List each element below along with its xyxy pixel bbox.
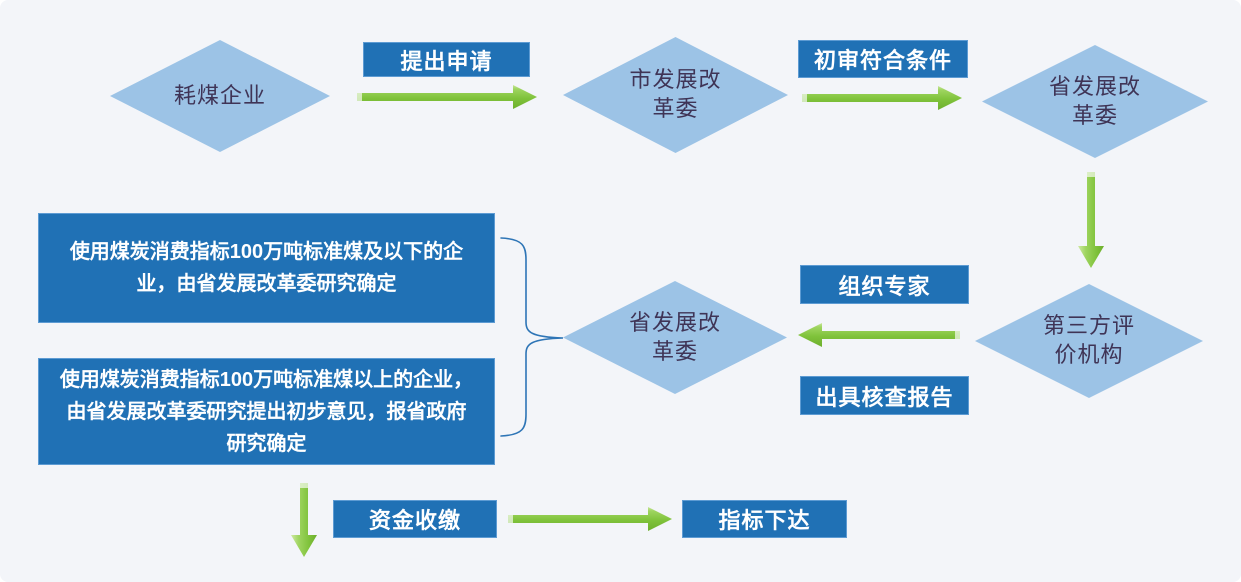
note-at-or-below-100: 使用煤炭消费指标100万吨标准煤及以下的企 业，由省发展改革委研究确定 bbox=[69, 241, 464, 295]
label-quota-issuance: 指标下达 bbox=[718, 508, 811, 533]
arrow-to-evaluator bbox=[1078, 172, 1104, 268]
label-organize-experts: 组织专家 bbox=[838, 273, 931, 299]
arrow-apply bbox=[357, 84, 537, 110]
arrow-to-fund-collection bbox=[291, 483, 317, 557]
label-box-preliminary-review: 初审符合条件 bbox=[798, 40, 968, 78]
note-box-at-or-below-100: 使用煤炭消费指标100万吨标准煤及以下的企 业，由省发展改革委研究确定 bbox=[38, 213, 495, 323]
note-above-100: 使用煤炭消费指标100万吨标准煤以上的企业， 由省发展改革委研究提出初步意见，报… bbox=[59, 368, 474, 455]
label-box-fund-collection: 资金收缴 bbox=[333, 500, 497, 538]
label-box-apply: 提出申请 bbox=[363, 42, 530, 77]
arrow-fund-to-quota bbox=[508, 506, 672, 532]
diamond-coal-enterprise: 耗煤企业 bbox=[110, 40, 330, 152]
note-box-above-100: 使用煤炭消费指标100万吨标准煤以上的企业， 由省发展改革委研究提出初步意见，报… bbox=[38, 358, 495, 465]
label-verification-report: 出具核查报告 bbox=[815, 384, 954, 410]
diamond-city-drc-label: 市发展改 革委 bbox=[629, 67, 722, 121]
diamond-provincial-drc-review-label: 省发展改 革委 bbox=[628, 309, 721, 364]
arrow-report-back bbox=[798, 323, 960, 347]
label-box-organize-experts: 组织专家 bbox=[800, 265, 969, 304]
diamond-coal-enterprise-label: 耗煤企业 bbox=[173, 82, 266, 108]
diamond-provincial-drc-top: 省发展改 革委 bbox=[982, 45, 1208, 158]
brace-connector bbox=[500, 237, 564, 437]
label-box-quota-issuance: 指标下达 bbox=[682, 500, 847, 538]
diamond-city-drc: 市发展改 革委 bbox=[563, 37, 788, 153]
arrow-preliminary-review bbox=[802, 85, 962, 111]
diamond-provincial-drc-top-label: 省发展改 革委 bbox=[1048, 73, 1141, 128]
diamond-third-party-evaluator: 第三方评 价机构 bbox=[975, 284, 1203, 398]
label-fund-collection: 资金收缴 bbox=[368, 508, 461, 533]
diamond-provincial-drc-review: 省发展改 革委 bbox=[563, 281, 787, 394]
label-box-verification-report: 出具核查报告 bbox=[800, 376, 969, 415]
brace-path bbox=[500, 237, 564, 437]
label-preliminary-review: 初审符合条件 bbox=[813, 48, 952, 73]
diamond-third-party-evaluator-label: 第三方评 价机构 bbox=[1042, 313, 1135, 367]
label-apply: 提出申请 bbox=[400, 48, 493, 74]
